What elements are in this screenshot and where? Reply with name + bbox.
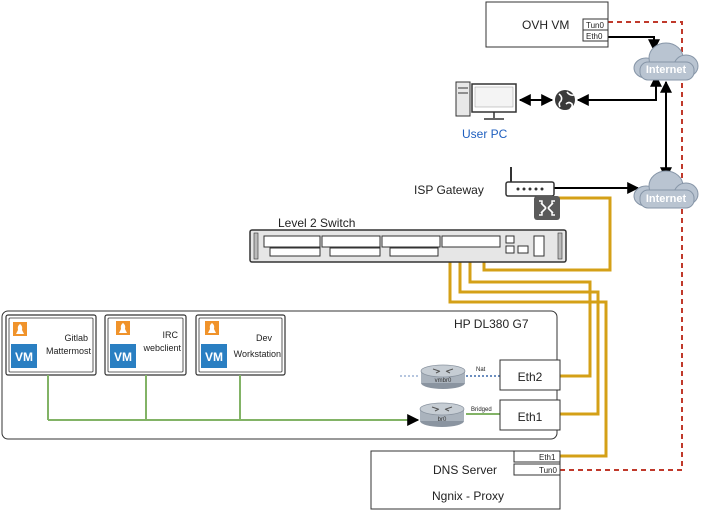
vm-card-gitlab: VM Gitlab Mattermost <box>5 314 97 376</box>
vm-badge-text: VM <box>205 350 223 364</box>
ovh-vm-box: OVH VM Tun0 Eth0 <box>485 1 609 48</box>
nat-label: Nat <box>476 367 486 373</box>
eth2-port: Eth2 <box>499 359 561 391</box>
linux-icon <box>116 321 130 335</box>
eth1-label: Eth1 <box>518 410 543 424</box>
vm-badge-text: VM <box>114 350 132 364</box>
level2-switch <box>249 229 567 263</box>
dns-server-subtitle: Ngnix - Proxy <box>432 489 504 503</box>
ovh-tun0-label: Tun0 <box>586 21 604 30</box>
cable-gateway-switch <box>482 196 612 272</box>
vm-badge <box>201 344 227 368</box>
vm-name-line1: Gitlab <box>64 333 88 343</box>
vm-name-line1: IRC <box>163 330 179 340</box>
hp-server-title: HP DL380 G7 <box>454 317 529 331</box>
link-ovh-internet <box>608 36 660 52</box>
internet-cloud-bottom: Internet <box>633 170 699 209</box>
cable-switch-dns <box>448 262 608 458</box>
internet-bottom-label: Internet <box>646 193 687 205</box>
switch-ports <box>263 235 545 257</box>
vm-name-line2: webclient <box>142 343 181 353</box>
dns-server-box: DNS Server Ngnix - Proxy Eth1 Tun0 <box>370 450 561 510</box>
ovh-eth0-label: Eth0 <box>586 32 603 41</box>
dns-tun0-label: Tun0 <box>539 466 557 475</box>
globe-icon <box>555 90 575 110</box>
vm-badge <box>11 344 37 368</box>
vm-name-line2: Workstation <box>234 349 281 359</box>
vm-name-line2: Mattermost <box>46 346 92 356</box>
desktop-computer-icon <box>455 81 517 120</box>
linux-icon <box>205 321 219 335</box>
eth2-label: Eth2 <box>518 370 543 384</box>
br0-bridge-router: br0 <box>419 402 465 427</box>
internet-top-label: Internet <box>646 64 687 76</box>
isp-gateway-label: ISP Gateway <box>414 183 484 197</box>
vm-name-line1: Dev <box>256 333 273 343</box>
dns-server-title: DNS Server <box>433 463 497 477</box>
vpn-tunnel-line <box>560 21 683 471</box>
br0-label: br0 <box>438 417 447 423</box>
cloud-icon <box>633 170 699 209</box>
user-pc-label: User PC <box>462 127 508 141</box>
cable-switch-eth1 <box>458 262 600 416</box>
link-globe-internet <box>576 74 662 106</box>
router-icon <box>534 196 560 220</box>
vmbr0-bridge-router: vmbr0 <box>420 364 466 389</box>
ovh-vm-title: OVH VM <box>522 18 569 32</box>
vm-badge-text: VM <box>15 350 33 364</box>
vmbr0-label: vmbr0 <box>435 378 452 384</box>
network-links <box>518 36 672 194</box>
linux-icon <box>13 322 27 336</box>
internet-cloud-top: Internet <box>633 42 699 81</box>
dns-eth1-label: Eth1 <box>539 453 556 462</box>
cloud-icon <box>633 42 699 81</box>
level2-switch-label: Level 2 Switch <box>278 216 355 230</box>
bridge-connections <box>47 375 500 426</box>
eth1-port: Eth1 <box>499 399 561 431</box>
isp-gateway-router <box>505 167 555 197</box>
ethernet-cables <box>448 196 612 458</box>
vm-badge <box>110 344 136 368</box>
cable-switch-eth2 <box>468 262 592 378</box>
bridged-label: Bridged <box>471 407 492 413</box>
vm-card-dev: VM Dev Workstation <box>195 314 286 376</box>
vm-card-irc: VM IRC webclient <box>104 314 187 376</box>
user-pc: User PC <box>455 81 517 141</box>
